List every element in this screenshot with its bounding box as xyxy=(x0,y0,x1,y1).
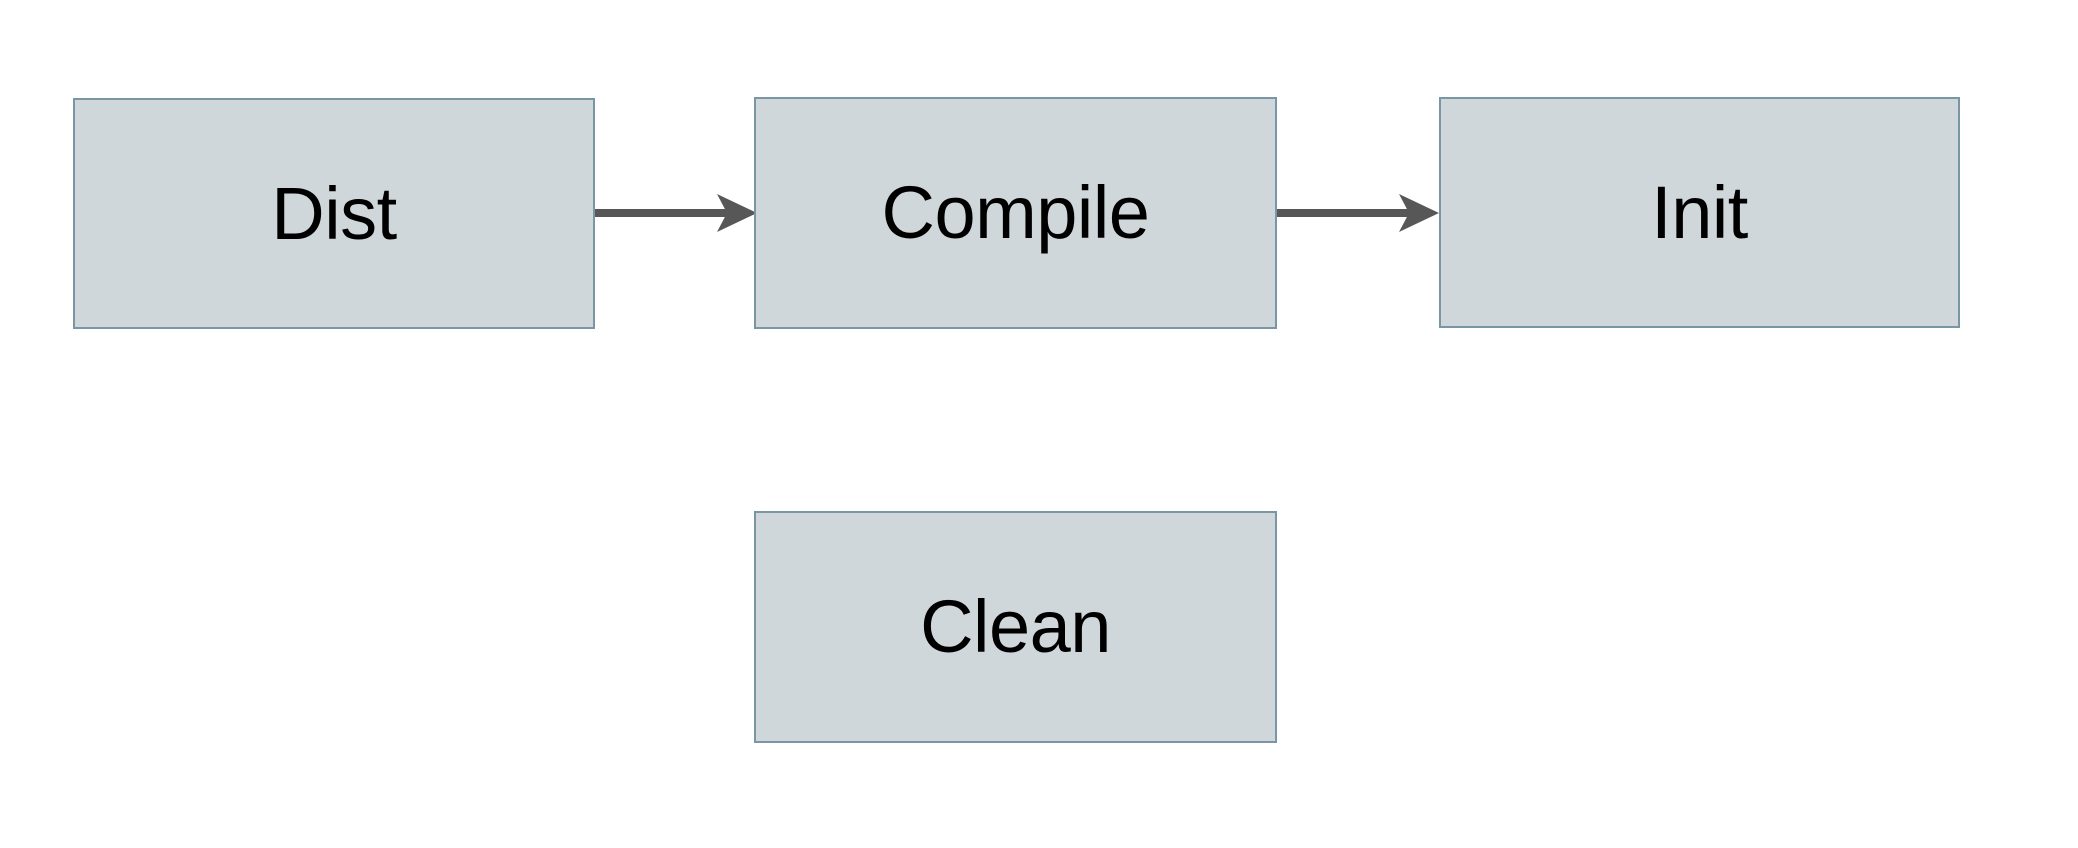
node-clean-label: Clean xyxy=(920,585,1111,668)
node-compile[interactable]: Compile xyxy=(754,97,1277,329)
arrowhead-dist-to-compile xyxy=(717,194,757,232)
arrowhead-compile-to-init xyxy=(1399,194,1439,232)
node-compile-label: Compile xyxy=(881,171,1150,254)
edge-compile-to-init xyxy=(1277,194,1439,232)
node-dist-label: Dist xyxy=(271,171,397,255)
node-init-label: Init xyxy=(1651,170,1748,254)
edge-dist-to-compile xyxy=(595,194,757,232)
node-dist[interactable]: Dist xyxy=(73,98,595,329)
node-clean[interactable]: Clean xyxy=(754,511,1277,743)
node-init[interactable]: Init xyxy=(1439,97,1960,328)
